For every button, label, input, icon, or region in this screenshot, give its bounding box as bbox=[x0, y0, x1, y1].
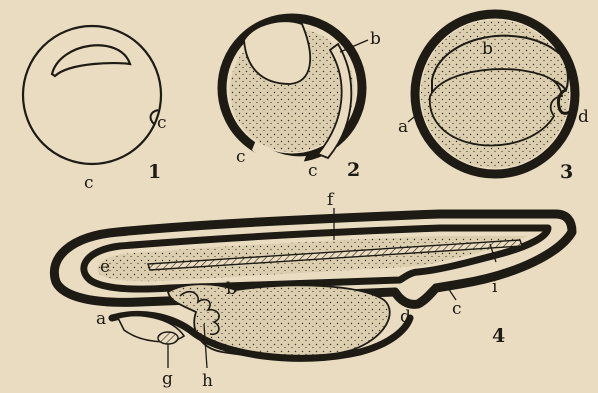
figure-3-label-d: d bbox=[578, 107, 589, 127]
figure-1-label-c-side: c bbox=[157, 113, 167, 133]
figure-4-number: 4 bbox=[492, 325, 505, 347]
figure-4: f e i c d b a g h 4 bbox=[54, 190, 572, 391]
figure-1-number: 1 bbox=[148, 161, 161, 183]
figure-1-egg-outline bbox=[23, 26, 161, 164]
figure-2-label-b: b bbox=[370, 29, 381, 49]
figure-1-crescent-cavity bbox=[52, 45, 130, 76]
figure-4-embryo-mass bbox=[168, 284, 390, 358]
figure-3-label-b: b bbox=[482, 39, 493, 59]
figure-4-label-h: h bbox=[202, 371, 213, 391]
figure-4-structure-g bbox=[158, 332, 178, 344]
figure-1-label-c-bottom: c bbox=[84, 173, 94, 193]
figure-4-label-e: e bbox=[100, 257, 110, 277]
figure-3-number: 3 bbox=[560, 161, 573, 183]
figure-3-label-c: c bbox=[570, 81, 580, 101]
figure-4-label-d: d bbox=[400, 307, 411, 327]
figure-4-label-i: i bbox=[492, 277, 498, 297]
figure-4-label-b: b bbox=[226, 279, 237, 299]
figure-2-label-c-right: c bbox=[308, 161, 318, 181]
figure-1: c c 1 bbox=[23, 26, 167, 193]
figure-3: a b c d 3 bbox=[398, 14, 589, 183]
figure-4-label-c: c bbox=[452, 299, 462, 319]
figure-4-label-g: g bbox=[162, 369, 173, 389]
figure-2-number: 2 bbox=[347, 159, 360, 181]
figure-2: b c c 2 bbox=[222, 18, 381, 181]
figure-2-label-c-left: c bbox=[236, 147, 246, 167]
figure-3-label-a: a bbox=[398, 117, 408, 137]
figure-4-label-f: f bbox=[327, 190, 335, 210]
figure-4-label-a: a bbox=[96, 309, 106, 329]
